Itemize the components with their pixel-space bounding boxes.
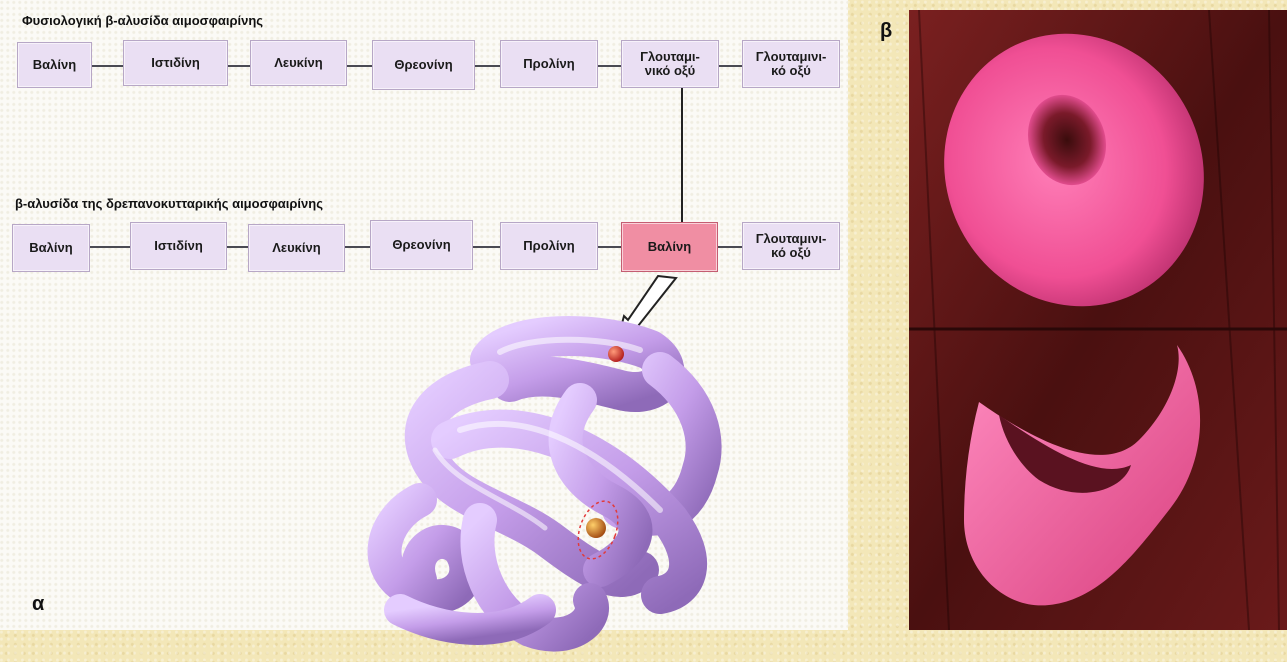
normal-aa-6: Γλουταμι- νικό οξύ [621, 40, 719, 88]
normal-aa-1: Βαλίνη [17, 42, 92, 88]
mutated-residue-marker [608, 346, 624, 362]
sickle-aa-5: Προλίνη [500, 222, 598, 270]
panel-b-label: β [880, 20, 892, 43]
normal-aa-5: Προλίνη [500, 40, 598, 88]
panel-a: Φυσιολογική β-αλυσίδα αιμοσφαιρίνης Βαλί… [0, 0, 848, 630]
sickle-aa-3: Λευκίνη [248, 224, 345, 272]
normal-aa-2: Ιστιδίνη [123, 40, 228, 86]
heme-group-marker [586, 518, 606, 538]
sickle-aa-6-mutated: Βαλίνη [621, 222, 718, 272]
normal-chain-title: Φυσιολογική β-αλυσίδα αιμοσφαιρίνης [22, 13, 263, 28]
sickle-aa-1: Βαλίνη [12, 224, 90, 272]
normal-aa-7: Γλουταμινι- κό οξύ [742, 40, 840, 88]
sickle-aa-4: Θρεονίνη [370, 220, 473, 270]
red-blood-cells-image [909, 10, 1287, 630]
sickle-aa-2: Ιστιδίνη [130, 222, 227, 270]
normal-aa-3: Λευκίνη [250, 40, 347, 86]
mutation-link-line [681, 88, 683, 222]
sickle-aa-7: Γλουταμινι- κό οξύ [742, 222, 840, 270]
panel-a-label: α [32, 593, 44, 616]
panel-b-micrograph [909, 10, 1287, 630]
sickle-chain-title: β-αλυσίδα της δρεπανοκυτταρικής αιμοσφαι… [15, 196, 323, 211]
normal-aa-4: Θρεονίνη [372, 40, 475, 90]
protein-structure-illustration [340, 270, 780, 662]
